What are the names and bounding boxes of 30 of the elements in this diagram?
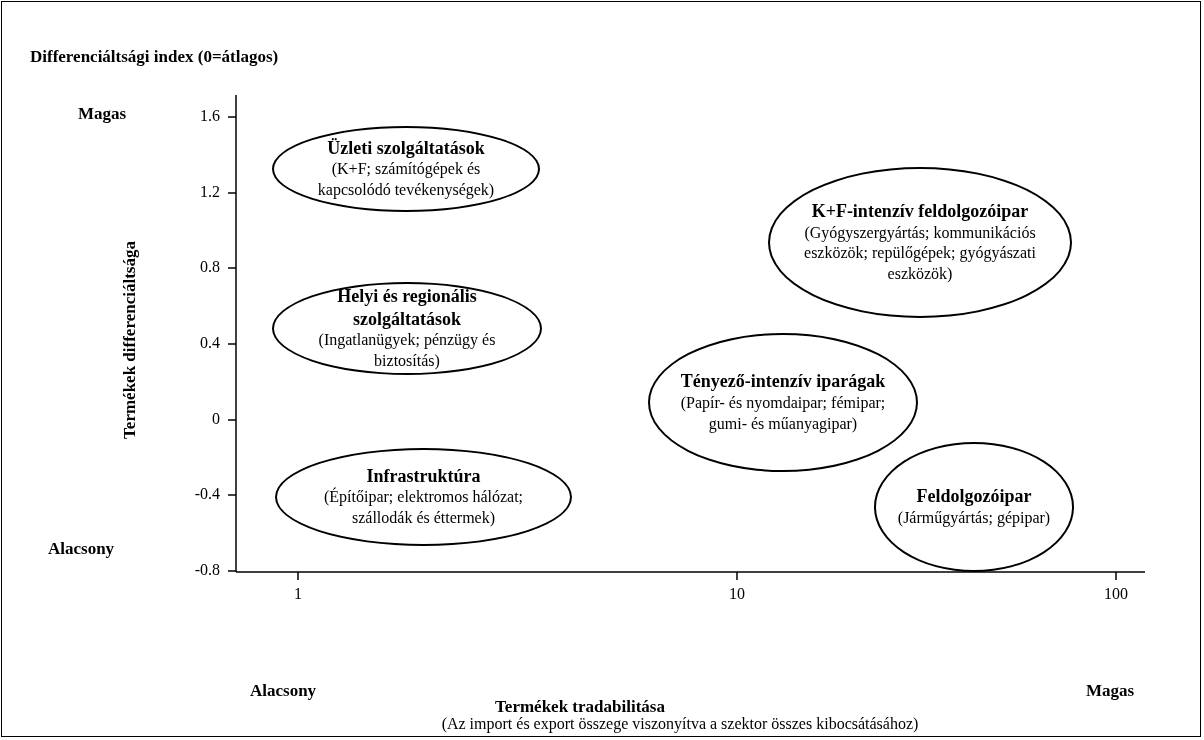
sector-title: K+F-intenzív feldolgozóipar <box>811 200 1029 223</box>
tick-label: 1 <box>293 584 303 604</box>
sector-examples: (Járműgyártás; gépipar) <box>897 507 1051 529</box>
tick-label: 0.4 <box>199 333 220 353</box>
axis-title: Differenciáltsági index (0=átlagos) <box>30 46 279 68</box>
axis-level-label: Magas <box>78 103 127 125</box>
axis-title: Termékek tradabilitása <box>494 696 666 717</box>
sector-title: Helyi és regionális szolgáltatások <box>336 285 478 331</box>
tick-label: 0.8 <box>199 257 220 277</box>
sector-title: Feldolgozóipar <box>916 485 1032 508</box>
sector-examples: (K+F; számítógépek és kapcsolódó tevékenységek) <box>316 159 496 201</box>
tick-label: 10 <box>728 584 746 604</box>
tick-label: 0 <box>211 409 220 429</box>
tick-label: -0.8 <box>193 560 220 580</box>
sector-examples: (Gyógyszergyártás; kommunikációs eszközök; repülőgépek; gyógyászati eszközök) <box>803 222 1037 285</box>
tick-label: 1.2 <box>199 182 220 202</box>
sector-title: Infrastruktúra <box>366 464 481 487</box>
tick-label: -0.4 <box>193 484 220 504</box>
sector-title: Tényező-intenzív iparágak <box>680 370 886 393</box>
tick-label: 100 <box>1103 584 1129 604</box>
axis-title: Termékek differenciáltsága <box>118 241 140 439</box>
sector-title: Üzleti szolgáltatások <box>327 136 485 160</box>
sector-examples: (Építőipar; elektromos hálózat; szállodák és éttermek) <box>322 487 524 529</box>
sector-examples: (Papír- és nyomdaipar; fémipar; gumi- és műanyagipar) <box>679 392 887 435</box>
axis-subtitle: (Az import és export összege viszonyítva a szektor összes kibocsátásához) <box>440 714 920 735</box>
sector-examples: (Ingatlanügyek; pénzügy és biztosítás) <box>317 330 497 372</box>
axis-level-label: Magas <box>1086 680 1135 702</box>
tick-label: 1.6 <box>199 106 220 126</box>
axis-level-label: Alacsony <box>250 680 317 702</box>
axis-level-label: Alacsony <box>48 538 115 560</box>
